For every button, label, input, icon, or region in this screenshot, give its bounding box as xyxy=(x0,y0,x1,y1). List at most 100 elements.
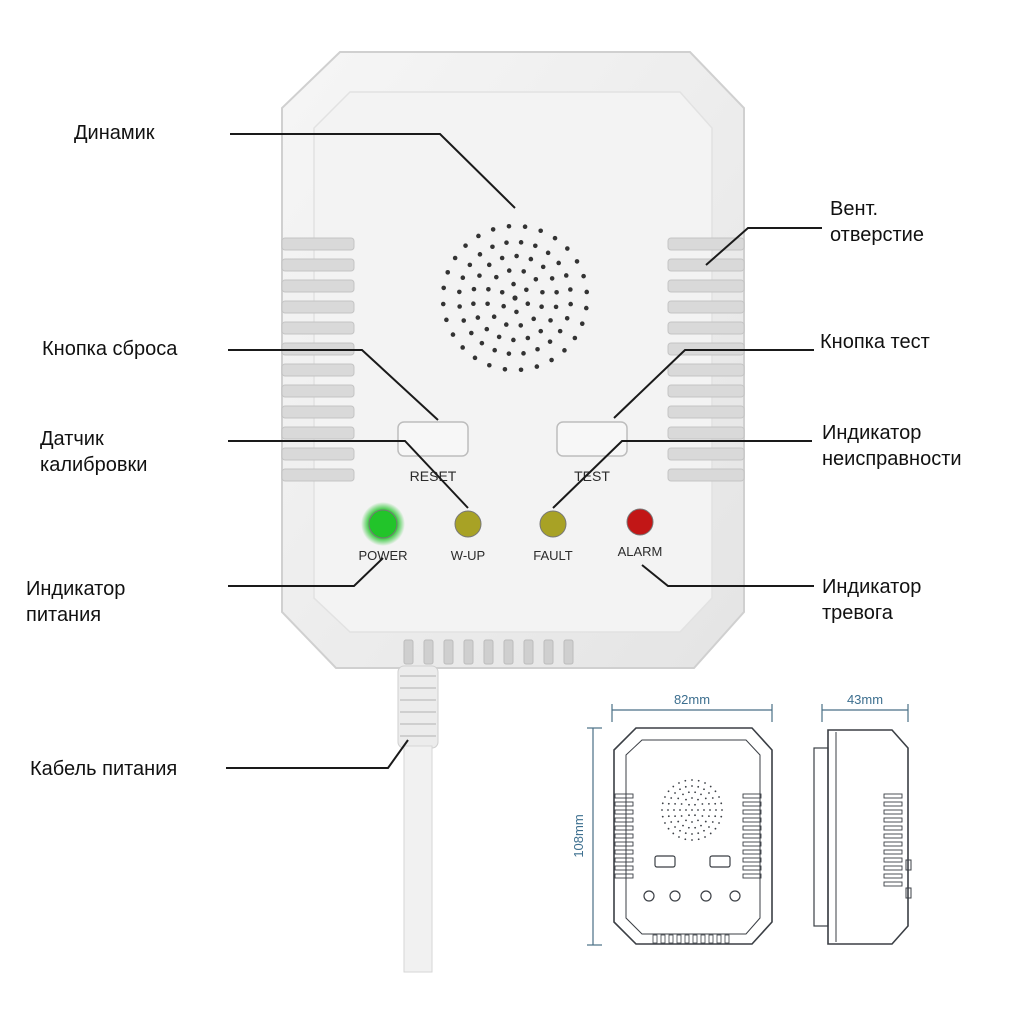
test-button-callout: Кнопка тест xyxy=(820,331,930,353)
grille-hole xyxy=(533,277,539,282)
warmup-led xyxy=(454,510,482,538)
vent-slot xyxy=(667,447,745,461)
vent-slot xyxy=(667,468,745,482)
grille-hole xyxy=(499,289,505,295)
grille-hole xyxy=(457,289,462,295)
vent-callout: Вент. отверстие xyxy=(830,198,924,246)
vent-slot xyxy=(281,447,355,461)
grille-hole xyxy=(499,255,505,261)
grille-hole xyxy=(503,322,509,327)
grille-hole xyxy=(476,233,481,239)
vent-slot xyxy=(667,237,745,251)
grille-hole xyxy=(568,301,573,307)
bottom-vent-slot xyxy=(483,639,494,665)
grille-hole xyxy=(562,348,567,353)
grille-hole xyxy=(440,301,446,307)
power-indicator-callout: Индикатор питания xyxy=(26,578,126,626)
grille-hole xyxy=(525,301,531,307)
vent-slot xyxy=(281,321,355,335)
grille-hole xyxy=(553,304,559,310)
vent-slot xyxy=(667,384,745,398)
warmup-led-label: W-UP xyxy=(451,548,485,563)
front-view-drawing xyxy=(613,727,773,945)
grille-hole xyxy=(538,328,544,334)
vent-slot xyxy=(281,405,355,419)
grille-hole xyxy=(524,287,529,293)
grille-hole xyxy=(496,334,502,340)
vent-slot xyxy=(281,279,355,293)
bottom-vents xyxy=(403,639,574,665)
grille-hole xyxy=(528,256,534,262)
vent-slot xyxy=(281,300,355,314)
power-led xyxy=(368,509,398,539)
alarm-led-label: ALARM xyxy=(618,544,663,559)
test-button[interactable] xyxy=(556,421,628,457)
speaker-leader xyxy=(230,133,516,209)
grille-hole xyxy=(494,274,499,280)
grille-hole xyxy=(584,289,590,295)
bottom-vent-slot xyxy=(523,639,534,665)
depth-dimension-label: 43mm xyxy=(847,692,883,707)
grille-hole xyxy=(477,252,483,257)
grille-hole xyxy=(539,304,544,310)
grille-hole xyxy=(581,273,586,279)
grille-hole xyxy=(477,273,482,278)
grille-hole xyxy=(506,223,512,229)
alarm-leader xyxy=(641,564,814,587)
grille-hole xyxy=(549,276,555,281)
vent-slot xyxy=(667,321,745,335)
bottom-vent-slot xyxy=(463,639,474,665)
grille-hole xyxy=(540,264,546,270)
grille-hole xyxy=(535,346,540,352)
callout-lines xyxy=(226,133,822,769)
power-cable xyxy=(397,665,439,973)
vent-slot xyxy=(281,384,355,398)
grille-hole xyxy=(460,345,465,350)
grille-hole xyxy=(511,281,516,287)
grille-hole xyxy=(525,335,531,341)
reset-button[interactable] xyxy=(397,421,469,457)
grille-hole xyxy=(512,295,518,301)
grille-hole xyxy=(556,260,561,266)
grille-hole xyxy=(486,286,491,292)
grille-hole xyxy=(450,332,456,337)
grille-hole xyxy=(583,305,589,311)
vent-leader xyxy=(705,227,822,266)
grille-hole xyxy=(491,314,497,319)
grille-hole xyxy=(565,246,570,251)
speaker-callout: Динамик xyxy=(74,122,155,144)
reset-button-callout: Кнопка сброса xyxy=(42,338,178,360)
grille-hole xyxy=(552,235,558,241)
grille-hole xyxy=(518,240,524,245)
grille-hole xyxy=(460,275,466,280)
bottom-vent-slot xyxy=(503,639,514,665)
fault-indicator-callout: Индикатор неисправности xyxy=(822,422,962,470)
grille-hole xyxy=(511,337,516,343)
grille-hole xyxy=(574,259,580,264)
vent-slot xyxy=(667,405,745,419)
fault-leader xyxy=(552,440,812,509)
grille-hole xyxy=(452,255,458,261)
right-side-vents xyxy=(667,237,745,482)
grille-hole xyxy=(502,366,508,372)
grille-hole xyxy=(475,315,481,320)
grille-hole xyxy=(485,301,490,307)
vent-slot xyxy=(281,237,355,251)
grille-hole xyxy=(492,347,497,353)
vent-slot xyxy=(667,363,745,377)
height-dimension-label: 108mm xyxy=(571,814,586,857)
calibration-sensor-callout: Датчик калибровки xyxy=(40,428,148,476)
grille-hole xyxy=(506,268,512,273)
grille-hole xyxy=(484,326,490,332)
grille-hole xyxy=(568,287,573,292)
grille-hole xyxy=(486,262,492,268)
grille-hole xyxy=(467,262,473,268)
grille-hole xyxy=(518,323,524,328)
test-leader xyxy=(613,349,814,419)
grille-hole xyxy=(548,318,553,323)
grille-hole xyxy=(572,335,578,341)
fault-led xyxy=(539,510,567,538)
grille-hole xyxy=(521,351,526,356)
vent-slot xyxy=(667,426,745,440)
grille-hole xyxy=(563,273,569,278)
